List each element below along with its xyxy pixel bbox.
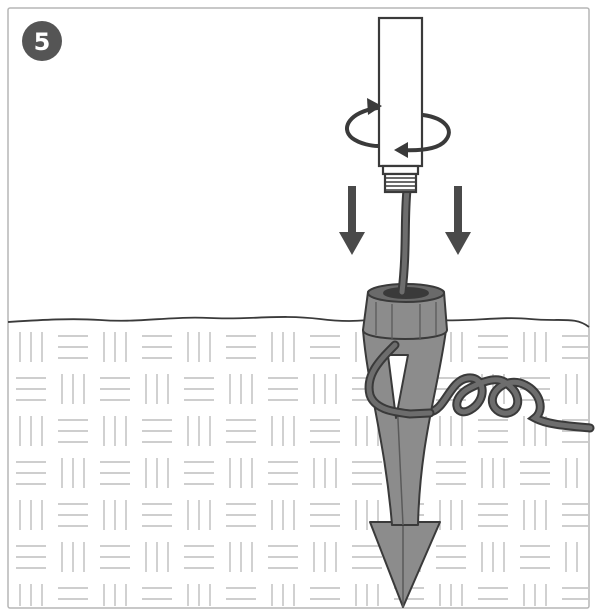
rotate-arrows-icon <box>345 106 451 153</box>
power-cable-highlight <box>427 375 593 431</box>
light-pole-icon <box>377 16 424 194</box>
step-badge: 5 <box>22 21 62 61</box>
spike-window <box>387 354 409 419</box>
ground-surface-line <box>7 316 590 328</box>
step-number: 5 <box>34 28 51 56</box>
ground-spike-icon <box>362 283 448 608</box>
rotate-arrowheads <box>367 98 408 158</box>
down-arrow-icon <box>339 186 471 255</box>
pole-tube <box>377 16 424 168</box>
pole-thread <box>383 172 418 194</box>
step-badge-circle <box>22 21 62 61</box>
diagram-frame <box>7 7 590 609</box>
ground-area <box>7 316 590 606</box>
pole-cable <box>364 185 435 419</box>
pole-collar <box>381 164 420 176</box>
ground-texture <box>16 332 588 606</box>
